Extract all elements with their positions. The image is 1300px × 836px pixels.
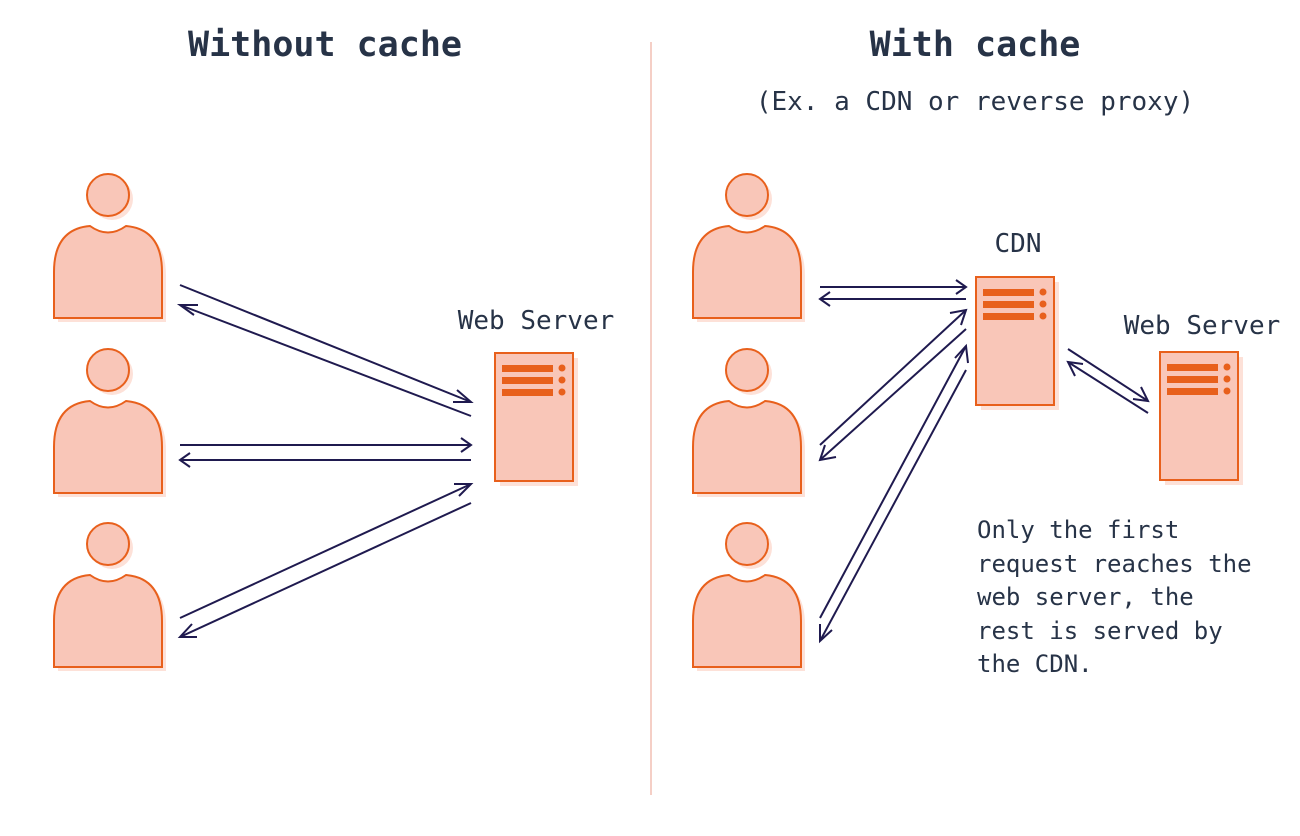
user-icon: [692, 348, 806, 498]
user-icon: [53, 348, 167, 498]
left-web-server-label: Web Server: [458, 306, 615, 336]
cdn-label: CDN: [995, 229, 1042, 259]
cdn-note-line: Only the first: [977, 516, 1179, 544]
left-panel-title: Without cache: [188, 25, 462, 65]
server-icon: [1159, 351, 1244, 486]
user-icon: [53, 173, 167, 323]
right-panel-subtitle: (Ex. a CDN or reverse proxy): [756, 87, 1194, 117]
cdn-note-line: rest is served by: [977, 617, 1223, 645]
cdn-note-line: request reaches the: [977, 550, 1252, 578]
user-icon: [692, 522, 806, 672]
server-icon: [494, 352, 579, 487]
right-request-arrows: [818, 279, 1150, 644]
cdn-note-line: the CDN.: [977, 650, 1093, 678]
left-request-arrows: [176, 284, 474, 638]
user-icon: [692, 173, 806, 323]
cdn-note-line: web server, the: [977, 583, 1194, 611]
right-panel-title: With cache: [870, 25, 1081, 65]
cdn-note: Only the first request reaches the web s…: [977, 516, 1252, 678]
user-icon: [53, 522, 167, 672]
right-web-server-label: Web Server: [1124, 311, 1281, 341]
server-icon: [975, 276, 1060, 411]
